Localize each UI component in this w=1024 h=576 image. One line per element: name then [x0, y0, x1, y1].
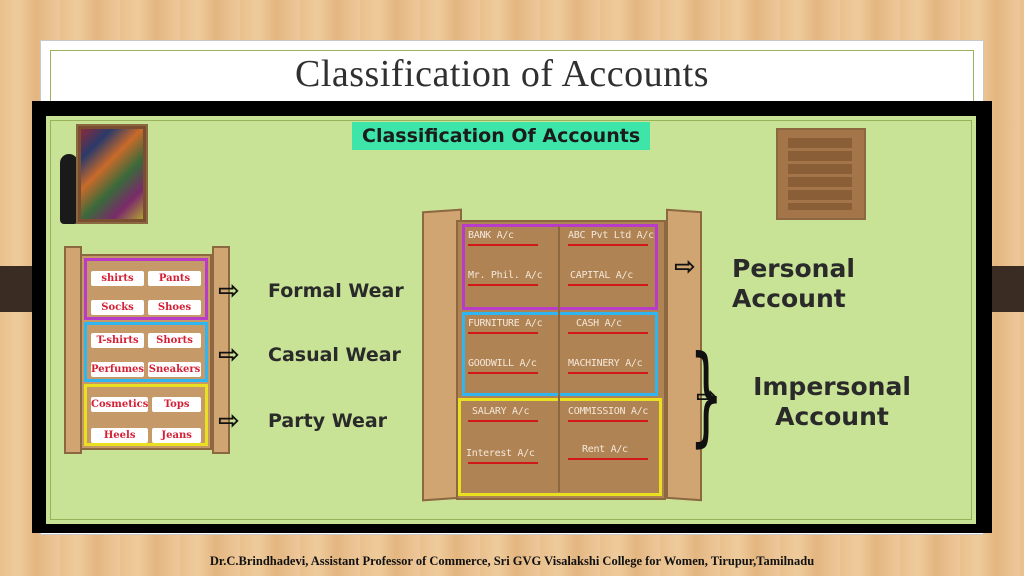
account-salary: SALARY A/c: [472, 406, 530, 417]
shelf-divider: [558, 226, 560, 492]
slide-footer: Dr.C.Brindhadevi, Assistant Professor of…: [209, 554, 815, 568]
personal-accounts-group: [462, 224, 658, 310]
label-personal-account: Personal Account: [732, 254, 855, 313]
accounts-cabinet: BANK A/c ABC Pvt Ltd A/c Mr. Phil. A/c C…: [456, 220, 666, 500]
item-heels: Heels: [91, 428, 149, 443]
red-line: [568, 244, 648, 246]
left-wardrobe-door-right: [212, 246, 230, 454]
account-abc-pvt-ltd: ABC Pvt Ltd A/c: [568, 230, 654, 241]
red-line: [468, 372, 538, 374]
item-tops: Tops: [152, 397, 201, 412]
brace-icon: }: [689, 333, 724, 458]
casual-wear-group: T-shirts Shorts Perfumes Sneakers: [84, 322, 208, 382]
silhouette-figure: [60, 154, 78, 224]
item-shirts: shirts: [91, 271, 144, 286]
arrow-personal: ⇨: [674, 252, 696, 282]
label-party-wear: Party Wear: [268, 410, 388, 432]
arrow-party: ⇨: [218, 406, 240, 436]
arrow-formal: ⇨: [218, 276, 240, 306]
label-casual-wear: Casual Wear: [268, 344, 401, 366]
party-wear-group: Cosmetics Tops Heels Jeans: [84, 384, 208, 446]
label-formal-wear: Formal Wear: [268, 280, 404, 302]
clothes-pile-image: [81, 129, 143, 219]
red-line: [568, 458, 648, 460]
arrow-impersonal: ⇨: [696, 382, 718, 412]
account-machinery: MACHINERY A/c: [568, 358, 643, 369]
red-line: [468, 332, 538, 334]
formal-items: shirts Pants Socks Shoes: [87, 267, 205, 319]
account-cash: CASH A/c: [576, 318, 622, 329]
item-t-shirts: T-shirts: [91, 333, 145, 348]
account-rent: Rent A/c: [582, 444, 628, 455]
item-shorts: Shorts: [148, 333, 201, 348]
accounts-wardrobe-thumbnail: [776, 128, 866, 220]
account-mr-phil: Mr. Phil. A/c: [468, 270, 543, 281]
formal-wear-group: shirts Pants Socks Shoes: [84, 258, 208, 320]
item-jeans: Jeans: [152, 428, 201, 443]
red-line: [468, 462, 538, 464]
arrow-casual: ⇨: [218, 340, 240, 370]
item-cosmetics: Cosmetics: [91, 397, 149, 412]
red-line: [568, 420, 648, 422]
account-furniture: FURNITURE A/c: [468, 318, 543, 329]
clothes-cabinet: shirts Pants Socks Shoes T-shirts Shorts…: [80, 254, 212, 450]
item-sneakers: Sneakers: [148, 362, 201, 377]
red-line: [568, 284, 648, 286]
video-screen: Classification Of Accounts shirts Pants …: [46, 116, 976, 524]
red-line: [568, 372, 648, 374]
account-goodwill: GOODWILL A/c: [468, 358, 537, 369]
impersonal-accounts-group-blue: [462, 312, 658, 396]
label-impersonal-account: Impersonal Account: [753, 372, 911, 431]
video-title: Classification Of Accounts: [352, 122, 651, 150]
impersonal-accounts-group-yellow: [458, 398, 662, 496]
red-line: [468, 244, 538, 246]
item-pants: Pants: [148, 271, 201, 286]
party-items: Cosmetics Tops Heels Jeans: [87, 393, 205, 447]
account-bank: BANK A/c: [468, 230, 514, 241]
red-line: [468, 420, 538, 422]
account-interest: Interest A/c: [466, 448, 535, 459]
casual-items: T-shirts Shorts Perfumes Sneakers: [87, 329, 205, 381]
clothes-wardrobe: [76, 124, 148, 224]
item-perfumes: Perfumes: [91, 362, 145, 377]
thumbnail-shelves: [788, 138, 852, 210]
red-line: [568, 332, 648, 334]
item-socks: Socks: [91, 300, 144, 315]
red-line: [468, 284, 538, 286]
slide-title: Classification of Accounts: [294, 53, 710, 95]
account-commission: COMMISSION A/c: [568, 406, 649, 417]
account-capital: CAPITAL A/c: [570, 270, 633, 281]
item-shoes: Shoes: [148, 300, 201, 315]
